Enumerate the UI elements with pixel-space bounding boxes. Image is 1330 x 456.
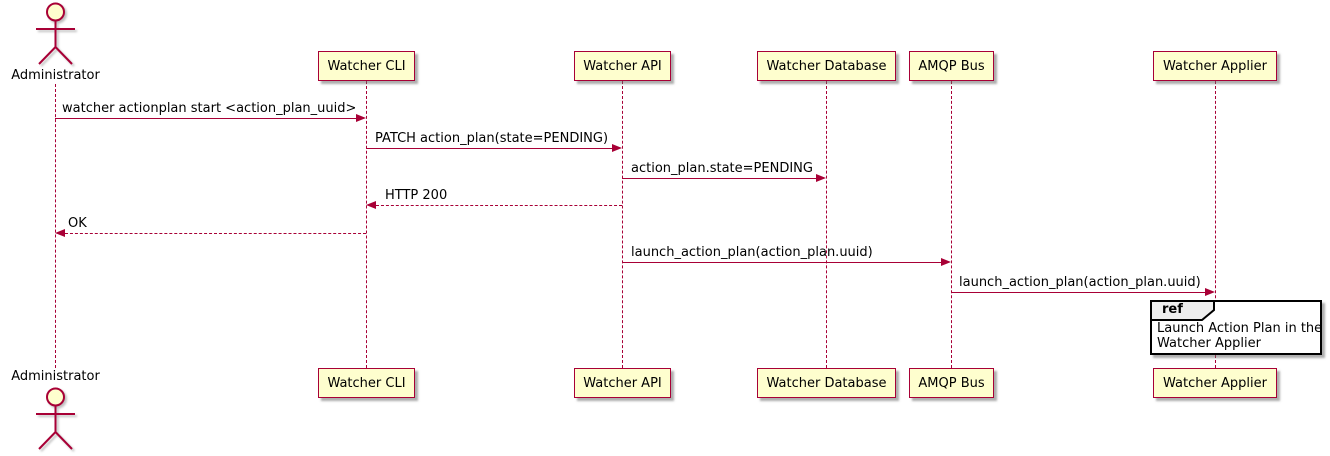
ref-tab-icon [1150,300,1215,321]
participant-watcher-applier-bottom: Watcher Applier [1153,368,1277,398]
participant-watcher-applier-top: Watcher Applier [1153,51,1277,81]
participant-watcher-database-bottom: Watcher Database [757,368,896,398]
message-7-label: launch_action_plan(action_plan.uuid) [959,275,1201,290]
participant-amqp-bus-top: AMQP Bus [909,51,994,81]
lifeline-watcher-applier [1215,81,1216,368]
message-6-line [622,262,942,263]
message-4-arrowhead-icon [366,201,376,209]
actor-administrator-label-top: Administrator [11,68,100,83]
message-4-line [376,205,622,206]
message-3-arrowhead-icon [816,174,826,182]
participant-watcher-database-top: Watcher Database [757,51,896,81]
message-4-label: HTTP 200 [385,188,448,203]
message-5-arrowhead-icon [55,229,65,237]
actor-administrator-icon [36,2,75,65]
message-6-arrowhead-icon [941,258,951,266]
participant-watcher-cli-top: Watcher CLI [318,51,415,81]
message-2-arrowhead-icon [612,144,622,152]
message-6-label: launch_action_plan(action_plan.uuid) [631,245,873,260]
message-3-label: action_plan.state=PENDING [631,161,813,176]
ref-text-line-2: Watcher Applier [1157,336,1261,351]
ref-text-line-1: Launch Action Plan in the [1157,321,1323,336]
participant-watcher-api-bottom: Watcher API [574,368,671,398]
participant-amqp-bus-bottom: AMQP Bus [909,368,994,398]
lifeline-watcher-database [826,81,827,368]
lifeline-amqp-bus [951,81,952,368]
message-2-label: PATCH action_plan(state=PENDING) [375,131,609,146]
message-1-label: watcher actionplan start <action_plan_uu… [62,101,357,116]
participant-watcher-api-top: Watcher API [574,51,671,81]
lifeline-watcher-api [622,81,623,368]
lifeline-administrator [55,84,56,368]
lifeline-watcher-cli [366,81,367,368]
message-2-line [366,148,613,149]
actor-administrator-icon-bottom [36,387,75,450]
message-5-label: OK [68,216,87,231]
actor-administrator-label-bottom: Administrator [11,369,100,384]
message-3-line [622,178,817,179]
message-7-arrowhead-icon [1205,288,1215,296]
message-1-line [55,118,357,119]
ref-keyword: ref [1162,302,1183,317]
participant-watcher-cli-bottom: Watcher CLI [318,368,415,398]
ref-text: Launch Action Plan in the Watcher Applie… [1157,321,1322,351]
message-7-line [951,292,1205,293]
message-1-arrowhead-icon [356,114,366,122]
message-5-line [65,233,366,234]
ref-fragment: ref Launch Action Plan in the Watcher Ap… [1150,300,1322,355]
